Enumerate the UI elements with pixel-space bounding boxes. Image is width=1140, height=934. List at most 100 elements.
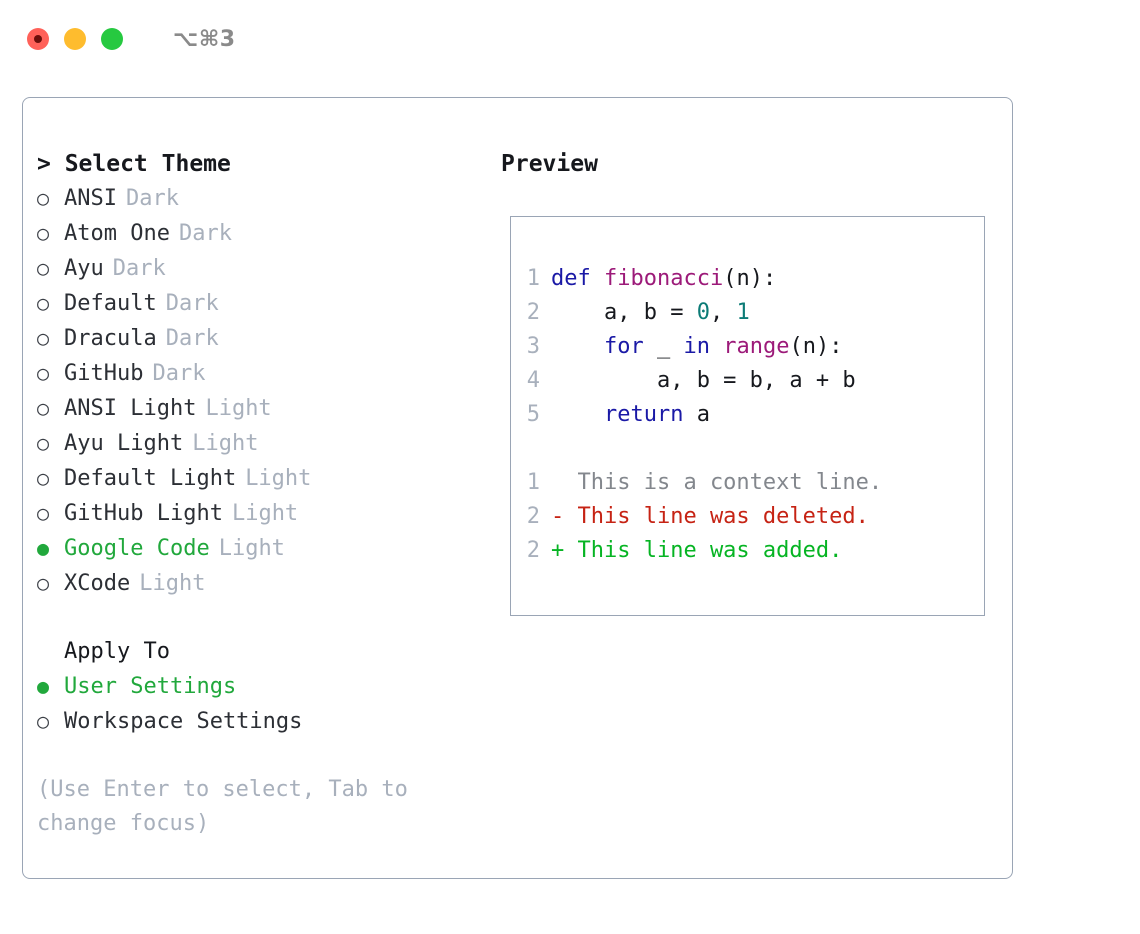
radio-unselected-icon: ○ — [37, 709, 50, 733]
diff-line-content: + This line was added. — [551, 538, 843, 563]
token-plain — [710, 334, 723, 359]
diff-line-content: This is a context line. — [551, 470, 883, 495]
radio-unselected-icon: ○ — [37, 466, 50, 490]
apply-to-option-list: ● User Settings ○ Workspace Settings — [37, 669, 493, 739]
theme-option-label: Dracula — [64, 326, 157, 351]
theme-option-label: Ayu — [64, 256, 104, 281]
radio-selected-icon: ● — [37, 674, 50, 698]
line-number: 4 — [526, 368, 540, 393]
theme-option-default-light[interactable]: ○ Default Light Light — [37, 461, 493, 496]
token-plain: _ — [643, 334, 684, 359]
apply-to-option-user-settings[interactable]: ● User Settings — [37, 669, 493, 704]
radio-unselected-icon: ○ — [37, 291, 50, 315]
apply-to-option-workspace-settings[interactable]: ○ Workspace Settings — [37, 704, 493, 739]
close-button[interactable] — [27, 28, 49, 50]
spacer — [511, 432, 984, 466]
token-num: 0 — [696, 300, 710, 325]
theme-variant-badge: Dark — [112, 256, 166, 281]
apply-to-option-label: User Settings — [64, 674, 237, 699]
theme-variant-badge: Light — [231, 501, 299, 526]
line-number: 2 — [526, 538, 540, 563]
radio-unselected-icon: ○ — [37, 361, 50, 385]
theme-option-label: GitHub Light — [64, 501, 223, 526]
diff-line-content: - This line was deleted. — [551, 504, 869, 529]
theme-option-label: ANSI Light — [64, 396, 197, 421]
window-title: ⌥⌘3 — [173, 26, 236, 52]
theme-variant-badge: Dark — [178, 221, 232, 246]
zoom-button[interactable] — [101, 28, 123, 50]
diff-line: 2 + This line was added. — [511, 534, 984, 568]
radio-unselected-icon: ○ — [37, 501, 50, 525]
code-line-content: return a — [551, 398, 710, 432]
line-number: 3 — [526, 334, 540, 359]
token-fn: range — [723, 334, 790, 359]
apply-to-option-label: Workspace Settings — [64, 709, 303, 734]
token-plain: a, b = b, a + b — [551, 368, 856, 393]
diff-sample: 1 This is a context line.2- This line wa… — [511, 466, 984, 568]
theme-option-label: Atom One — [64, 221, 170, 246]
token-kw: in — [683, 334, 710, 359]
radio-unselected-icon: ○ — [37, 256, 50, 280]
code-line: 4 a, b = b, a + b — [511, 364, 984, 398]
diff-line: 1 This is a context line. — [511, 466, 984, 500]
code-line: 2 a, b = 0, 1 — [511, 296, 984, 330]
theme-option-github-light[interactable]: ○ GitHub Light Light — [37, 496, 493, 531]
theme-variant-badge: Light — [245, 466, 312, 491]
token-plain — [551, 402, 604, 427]
radio-selected-icon: ● — [37, 536, 50, 560]
theme-option-ansi[interactable]: ○ ANSI Dark — [37, 181, 493, 216]
token-plain: (n): — [789, 334, 843, 359]
theme-option-label: Ayu Light — [64, 431, 184, 456]
theme-option-google-code[interactable]: ● Google Code Light — [37, 531, 493, 566]
code-line-content: def fibonacci(n): — [551, 262, 776, 296]
apply-to-heading: Apply To — [64, 639, 170, 664]
token-plain: a, b = — [551, 300, 697, 325]
theme-variant-badge: Dark — [165, 291, 219, 316]
token-plain: , — [709, 300, 737, 325]
theme-variant-badge: Dark — [125, 186, 179, 211]
token-plain: a — [683, 402, 710, 427]
code-line-content: for _ in range(n): — [551, 330, 842, 364]
theme-variant-badge: Light — [205, 396, 272, 421]
preview-title: Preview — [501, 151, 598, 177]
theme-variant-badge: Light — [192, 431, 259, 456]
theme-option-ayu-light[interactable]: ○ Ayu Light Light — [37, 426, 493, 461]
theme-option-default[interactable]: ○ Default Dark — [37, 286, 493, 321]
line-number: 2 — [526, 300, 540, 325]
radio-unselected-icon: ○ — [37, 571, 50, 595]
theme-option-label: Default — [64, 291, 157, 316]
radio-unselected-icon: ○ — [37, 186, 50, 210]
token-kw: return — [603, 402, 684, 427]
token-kw: for — [603, 334, 644, 359]
token-plain — [551, 334, 604, 359]
theme-variant-badge: Light — [218, 536, 285, 561]
radio-unselected-icon: ○ — [37, 431, 50, 455]
theme-variant-badge: Dark — [165, 326, 219, 351]
title-bar: ⌥⌘3 — [0, 0, 1140, 78]
theme-option-label: ANSI — [64, 186, 117, 211]
theme-option-label: Google Code — [64, 536, 210, 561]
theme-option-label: GitHub — [64, 361, 144, 386]
diff-line: 2- This line was deleted. — [511, 500, 984, 534]
minimize-button[interactable] — [64, 28, 86, 50]
line-number: 5 — [526, 402, 540, 427]
keyboard-hint: (Use Enter to select, Tab to change focu… — [37, 777, 422, 836]
theme-option-ayu[interactable]: ○ Ayu Dark — [37, 251, 493, 286]
theme-variant-badge: Light — [139, 571, 206, 596]
token-kw: def — [551, 266, 604, 291]
line-number: 1 — [526, 470, 540, 495]
theme-option-label: Default Light — [64, 466, 237, 491]
token-fn: fibonacci — [603, 266, 724, 291]
